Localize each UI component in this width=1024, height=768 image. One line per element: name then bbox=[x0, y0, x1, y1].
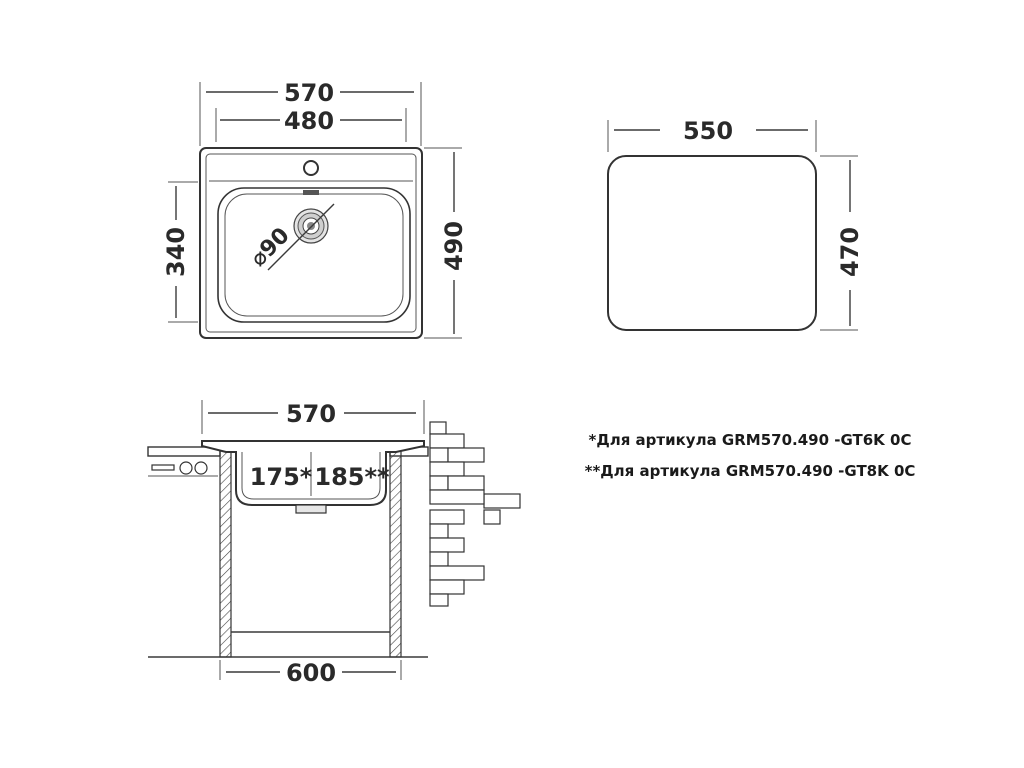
drawer-knob-2 bbox=[194, 461, 208, 475]
side-view: 570 175* 185** 600 bbox=[147, 400, 521, 687]
sink-side-profile bbox=[201, 440, 425, 506]
overflow-slot bbox=[303, 190, 319, 195]
dim-470-label: 470 bbox=[836, 227, 864, 277]
footnote-gt6k: *Для артикула GRM570.490 -GT6K 0C bbox=[588, 431, 912, 449]
dim-185-label: 185** bbox=[314, 463, 390, 491]
drain-outlet bbox=[295, 504, 327, 514]
cabinet-wall-left bbox=[219, 446, 232, 658]
dim-600-label: 600 bbox=[286, 659, 336, 687]
diameter-leader bbox=[267, 203, 335, 271]
faucet-hole bbox=[303, 160, 319, 176]
drawer-handle bbox=[151, 464, 175, 471]
sink-bowl bbox=[217, 187, 411, 323]
cutout-view: 550 470 bbox=[607, 117, 864, 331]
top-view: 570 480 ⌀90 340 bbox=[162, 79, 468, 339]
cutout-outline bbox=[607, 155, 817, 331]
dim-570-top-label: 570 bbox=[284, 79, 334, 107]
drawer-knob-1 bbox=[179, 461, 193, 475]
dim-490-label: 490 bbox=[440, 221, 468, 271]
cabinet-wall-right bbox=[389, 446, 402, 658]
footnote-gt8k: **Для артикула GRM570.490 -GT8K 0C bbox=[584, 462, 916, 480]
drain-icon bbox=[293, 208, 329, 244]
dim-480-label: 480 bbox=[284, 107, 334, 135]
dim-550-label: 550 bbox=[683, 117, 733, 145]
brick-wall bbox=[429, 421, 521, 607]
dim-340-label: 340 bbox=[162, 227, 190, 277]
dim-570-side-label: 570 bbox=[286, 400, 336, 428]
dim-175-label: 175* bbox=[250, 463, 313, 491]
